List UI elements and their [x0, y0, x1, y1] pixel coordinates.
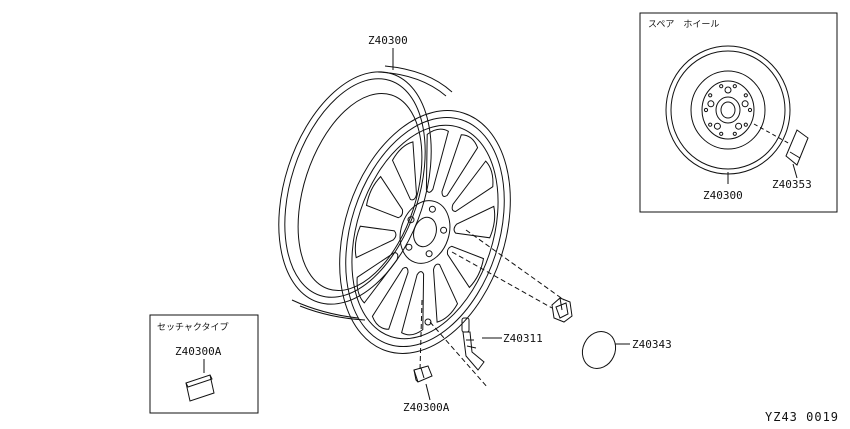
spoke-window [432, 263, 459, 323]
spoke-window [356, 251, 399, 304]
label-kit-part: Z40300A [175, 345, 222, 358]
valve-stem [461, 317, 485, 371]
spoke-window [391, 141, 418, 201]
spare-clip [785, 129, 809, 166]
lug-nut [551, 297, 573, 323]
wheel-spokes [354, 128, 496, 336]
lug-hole [405, 243, 413, 251]
valve-hole [424, 318, 432, 326]
spare-vent-hole [708, 93, 713, 98]
spare-vent-hole [743, 93, 748, 98]
label-cap-disc: Z40343 [632, 338, 672, 351]
spare-lug-hole [741, 100, 749, 108]
label-weight: Z40300A [403, 401, 450, 414]
adhesive-kit-box: セッチャクタイプ Z40300A [149, 314, 259, 414]
wheel-rim-barrel [278, 65, 453, 321]
spare-vent-hole [732, 84, 737, 89]
spoke-window [451, 160, 494, 213]
spoke-window [425, 128, 449, 193]
wheel-hub [399, 200, 451, 264]
adhesive-kit-title: セッチャクタイプ [157, 322, 229, 333]
cap-disc [581, 331, 617, 369]
spoke-window [371, 267, 409, 330]
leader-weight [425, 383, 431, 401]
balance-weight [413, 365, 433, 383]
adhesive-weight [185, 374, 215, 402]
projection-lines [419, 229, 565, 389]
spoke-window [354, 225, 397, 259]
spare-wheel [665, 45, 791, 175]
lug-nut-holes [405, 205, 448, 258]
spoke-window [441, 134, 479, 197]
label-valve: Z40311 [503, 332, 543, 345]
spare-vent-hole [719, 131, 724, 136]
lug-hole [425, 250, 433, 258]
spare-lug-hole [724, 86, 732, 94]
spare-wheel-box: スペア ホイール Z40300 Z40353 [639, 12, 838, 213]
label-wheel-main: Z40300 [368, 34, 408, 47]
main-wheel [278, 65, 511, 354]
spoke-window [453, 205, 496, 239]
spare-lug-hole [707, 100, 715, 108]
spoke-window [365, 175, 404, 219]
spare-vent-hole [719, 84, 724, 89]
spare-vent-hole [732, 131, 737, 136]
spare-clip-edge [789, 151, 801, 159]
label-spare-wheel: Z40300 [703, 189, 743, 202]
spare-vent-hole [743, 122, 748, 127]
wheel-front-rim [339, 110, 511, 354]
spoke-window [401, 271, 425, 336]
spare-lug-hole [713, 122, 721, 130]
lug-hole [407, 216, 415, 224]
spare-vent-hole [703, 107, 709, 113]
spare-vent-hole [747, 107, 753, 113]
spoke-window [446, 245, 485, 289]
spare-lug-hole [735, 122, 743, 130]
spare-wheel-title: スペア ホイール [648, 19, 719, 30]
lug-hole [428, 205, 436, 213]
lug-hole [440, 226, 448, 234]
spare-vent-hole [708, 122, 713, 127]
spare-lug-holes [703, 84, 753, 136]
leader-spare-clip [792, 163, 798, 179]
diagram-code: YZ43 0019 [765, 410, 839, 424]
label-spare-clip: Z40353 [772, 178, 812, 191]
spare-clip-projection [753, 123, 791, 145]
